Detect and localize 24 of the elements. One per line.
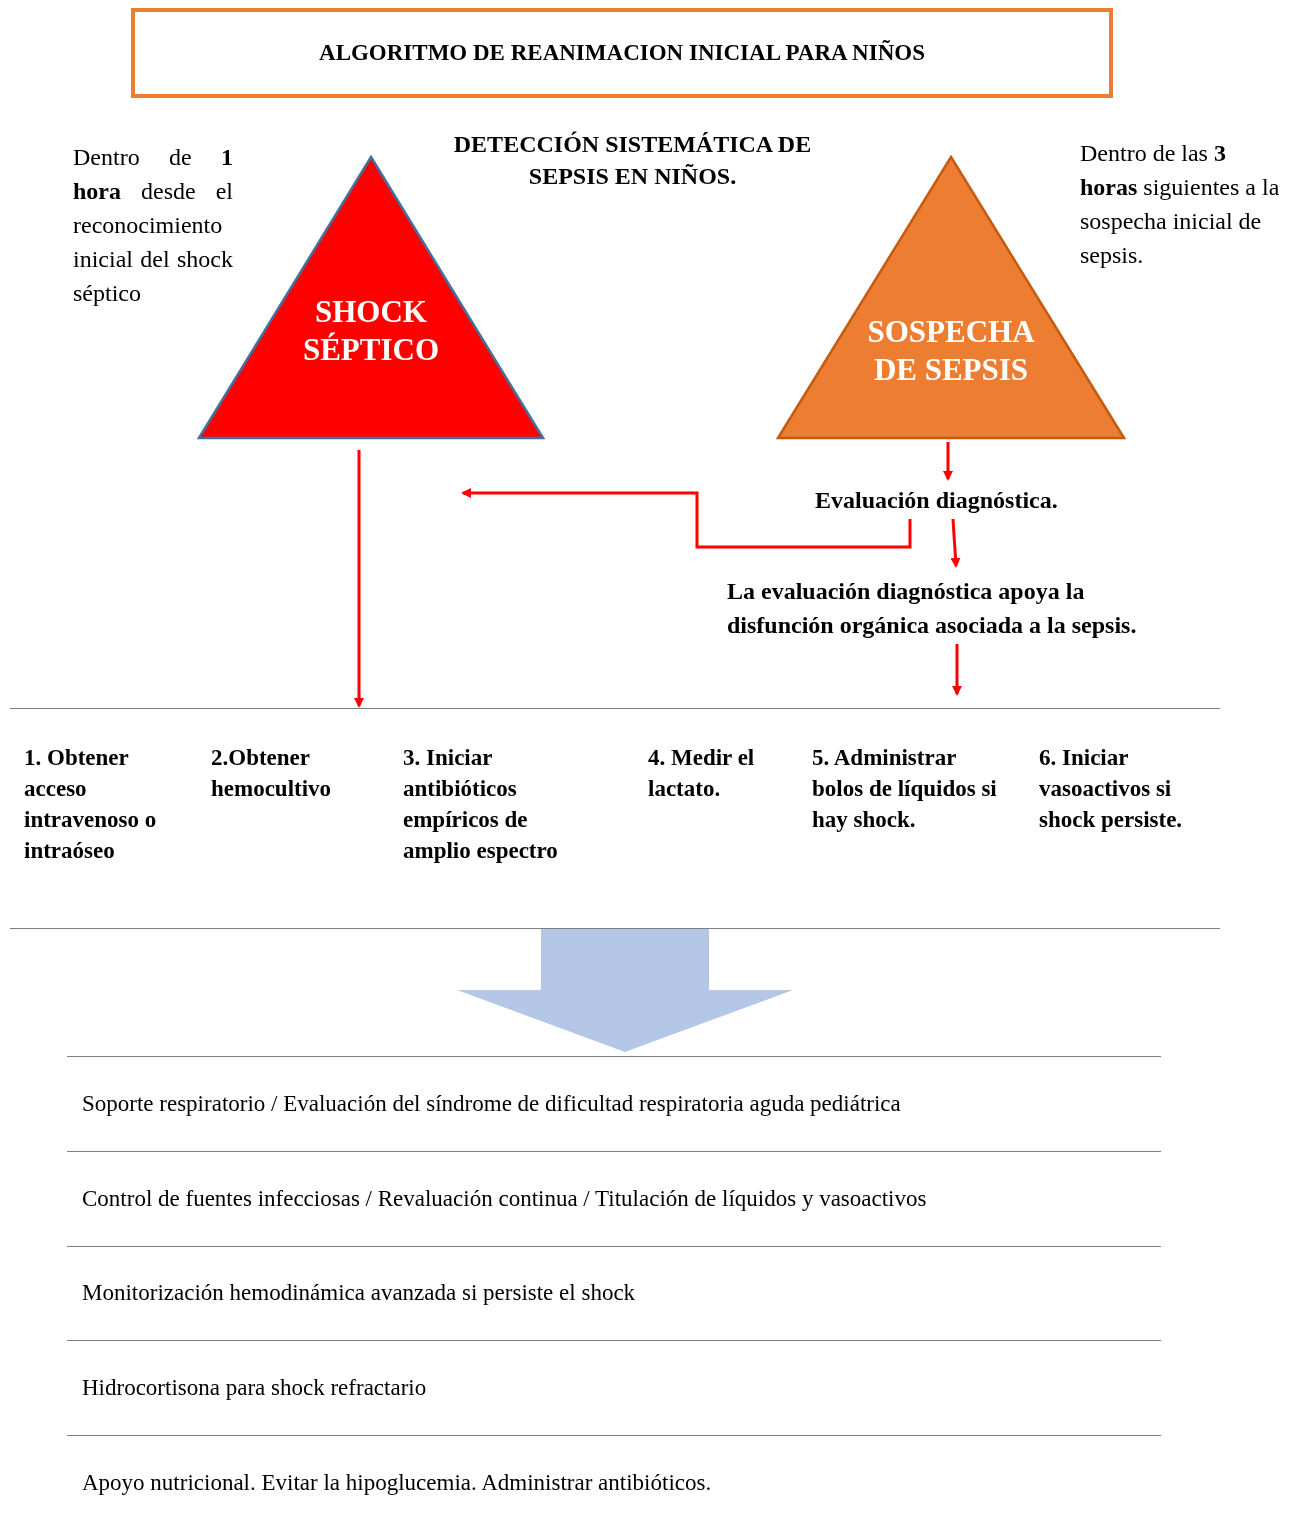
arrow: [943, 442, 953, 481]
step-item: 2.Obtener hemocultivo: [211, 742, 381, 804]
time-note: Dentro de 1 hora desde el reconocimiento inicial del shock séptico: [73, 143, 233, 308]
list-row-text: Soporte respiratorio / Evaluación del síndrome de dificultad respiratoria aguda pediátrica: [82, 1090, 901, 1118]
time-note: Dentro de las 3 horas siguientes a la sospecha inicial de sepsis.: [1080, 139, 1280, 270]
block-arrow: [457, 928, 793, 1052]
step-item: 3. Iniciar antibióticos empíricos de amplio espectro: [403, 742, 588, 866]
section-heading: DETECCIÓN SISTEMÁTICA DE SEPSIS EN NIÑOS.: [452, 130, 813, 191]
step-item: 5. Administrar bolos de líquidos si hay shock.: [812, 742, 1012, 835]
step-item: 4. Medir el lactato.: [648, 742, 783, 804]
arrow: [950, 518, 961, 568]
triangle-label: SHOCK SÉPTICO: [301, 293, 441, 369]
step-item: 6. Iniciar vasoactivos si shock persiste.: [1039, 742, 1214, 835]
title-box: ALGORITMO DE REANIMACION INICIAL PARA NIÑOS: [131, 8, 1113, 98]
steps-band: [10, 708, 1220, 929]
list-row-text: Control de fuentes infecciosas / Revaluación continua / Titulación de líquidos y vasoactivos: [82, 1184, 927, 1213]
arrow: [952, 644, 962, 696]
arrow: [354, 450, 364, 708]
arrow: [461, 488, 912, 549]
triangle-label: SOSPECHA DE SEPSIS: [866, 313, 1036, 389]
list-row-text: Hidrocortisona para shock refractario: [82, 1374, 427, 1403]
list-row-text: Apoyo nutricional. Evitar la hipoglucemia. Administrar antibióticos.: [82, 1468, 712, 1497]
step-item: 1. Obtener acceso intravenoso o intraóseo: [24, 742, 184, 866]
list-row-text: Monitorización hemodinámica avanzada si persiste el shock: [82, 1279, 636, 1308]
